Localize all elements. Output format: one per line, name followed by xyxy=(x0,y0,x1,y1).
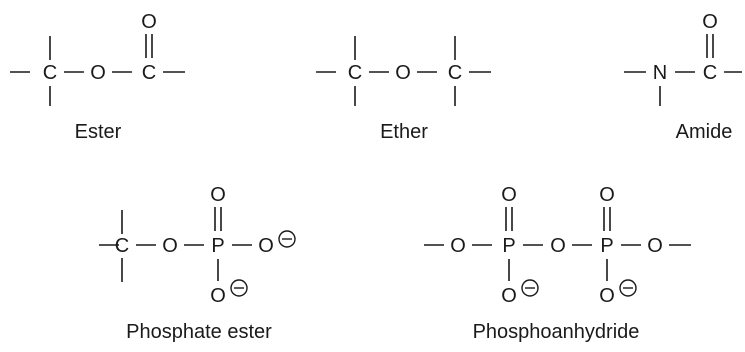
phosphorus-atom: P xyxy=(600,235,613,257)
phosphoryl-oxygen-atom: O xyxy=(599,184,615,206)
phosphoryl-oxygen-atom: O xyxy=(501,184,517,206)
ester-caption: Ester xyxy=(75,121,122,143)
ester-structure: C O O C xyxy=(10,11,185,106)
nitrogen-atom: N xyxy=(653,62,667,84)
phosphorus-atom: P xyxy=(211,235,224,257)
phosphate-ester-structure: C O O P O O xyxy=(99,184,296,307)
ether-caption: Ether xyxy=(380,121,428,143)
negative-charge-icon xyxy=(230,279,248,297)
bridging-oxygen-atom: O xyxy=(550,235,566,257)
phosphorus-atom: P xyxy=(502,235,515,257)
oxygen-atom: O xyxy=(501,285,517,307)
oxygen-atom: O xyxy=(162,235,178,257)
phosphoryl-oxygen-atom: O xyxy=(210,184,226,206)
carbonyl-oxygen-atom: O xyxy=(141,11,157,33)
oxygen-atom: O xyxy=(90,62,106,84)
carbon-atom: C xyxy=(348,62,362,84)
amide-caption: Amide xyxy=(676,121,733,143)
oxygen-atom: O xyxy=(258,235,274,257)
phosphate-ester-caption: Phosphate ester xyxy=(126,321,272,343)
ether-structure: C O C xyxy=(316,36,491,106)
amide-structure: N O C xyxy=(624,11,742,106)
negative-charge-icon xyxy=(521,279,539,297)
carbon-atom: C xyxy=(703,62,717,84)
oxygen-atom: O xyxy=(395,62,411,84)
oxygen-atom: O xyxy=(599,285,615,307)
carbon-atom: C xyxy=(142,62,156,84)
negative-charge-icon xyxy=(278,230,296,248)
oxygen-atom: O xyxy=(450,235,466,257)
carbon-atom: C xyxy=(448,62,462,84)
oxygen-atom: O xyxy=(210,285,226,307)
carbonyl-oxygen-atom: O xyxy=(702,11,718,33)
oxygen-atom: O xyxy=(647,235,663,257)
phosphoanhydride-structure: O O P O O O P O O xyxy=(424,184,691,307)
carbon-atom: C xyxy=(43,62,57,84)
negative-charge-icon xyxy=(619,279,637,297)
phosphoanhydride-caption: Phosphoanhydride xyxy=(473,321,640,343)
carbon-atom: C xyxy=(115,235,129,257)
